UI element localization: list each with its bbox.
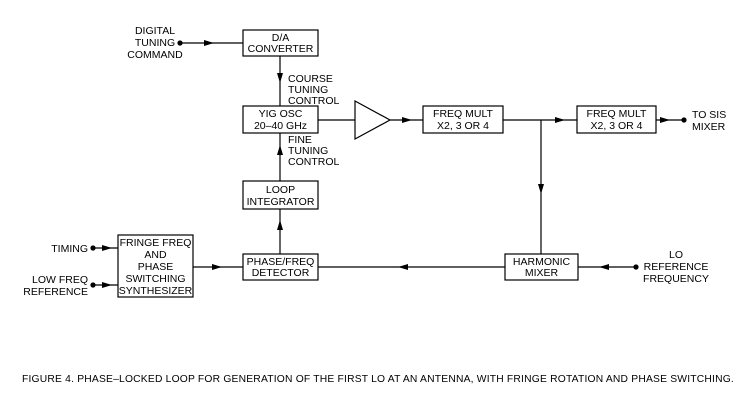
- arrowhead-down: [277, 73, 283, 83]
- arrowhead-right: [212, 264, 222, 270]
- block-freq-mult-1: FREQ MULT X2, 3 OR 4: [422, 105, 504, 134]
- block-loop-integrator: LOOP INTEGRATOR: [242, 180, 319, 210]
- da-converter-line-2: CONVERTER: [248, 43, 314, 55]
- synthesizer-line-3: PHASE: [138, 261, 174, 273]
- terminal-timing: [90, 245, 96, 251]
- lo-ref-line-1: LO: [669, 249, 683, 261]
- arrowhead-right: [204, 40, 214, 46]
- block-freq-mult-2: FREQ MULT X2, 3 OR 4: [576, 105, 657, 134]
- freq-mult-2-line-1: FREQ MULT: [587, 108, 647, 120]
- arrowhead-up: [277, 220, 283, 230]
- label-to-sis-mixer: TO SIS MIXER: [692, 109, 726, 133]
- label-timing: TIMING: [51, 243, 88, 255]
- detector-line-2: DETECTOR: [252, 267, 310, 279]
- fine-tuning-line-1: FINE: [288, 134, 312, 146]
- harmonic-mixer-line-2: MIXER: [525, 267, 559, 279]
- arrowhead-up: [277, 145, 283, 155]
- arrowhead-right: [555, 117, 565, 123]
- course-tuning-line-3: CONTROL: [288, 95, 339, 107]
- digital-tuning-line-2: TUNING: [135, 37, 175, 49]
- to-sis-line-2: MIXER: [692, 121, 726, 133]
- arrowhead-right: [402, 117, 412, 123]
- arrowhead-right: [102, 245, 112, 251]
- label-fine-tuning-control: FINE TUNING CONTROL: [288, 134, 339, 168]
- harmonic-mixer-line-1: HARMONIC: [513, 256, 571, 268]
- course-tuning-line-1: COURSE: [288, 73, 333, 85]
- fine-tuning-line-3: CONTROL: [288, 156, 339, 168]
- freq-mult-2-line-2: X2, 3 OR 4: [591, 120, 643, 132]
- freq-mult-1-line-2: X2, 3 OR 4: [437, 120, 489, 132]
- label-low-freq-reference: LOW FREQ REFERENCE: [23, 274, 88, 298]
- da-converter-line-1: D/A: [272, 32, 290, 44]
- course-tuning-line-2: TUNING: [288, 84, 328, 96]
- terminal-low-freq-ref: [90, 282, 96, 288]
- terminal-digital-tuning: [177, 40, 183, 46]
- low-freq-line-1: LOW FREQ: [32, 274, 88, 286]
- block-synthesizer: FRINGE FREQ AND PHASE SWITCHING SYNTHESI…: [117, 234, 194, 298]
- terminal-lo-reference: [633, 264, 639, 270]
- arrowhead-left: [599, 264, 609, 270]
- lo-ref-line-2: REFERENCE: [644, 261, 709, 273]
- detector-line-1: PHASE/FREQ: [247, 256, 315, 268]
- label-course-tuning-control: COURSE TUNING CONTROL: [288, 73, 339, 107]
- label-lo-reference-frequency: LO REFERENCE FREQUENCY: [643, 249, 709, 285]
- fine-tuning-line-2: TUNING: [288, 145, 328, 157]
- digital-tuning-line-3: COMMAND: [127, 49, 183, 61]
- figure-caption: FIGURE 4. PHASE–LOCKED LOOP FOR GENERATI…: [22, 373, 734, 385]
- arrowhead-down: [538, 184, 544, 194]
- yig-osc-line-2: 20–40 GHz: [254, 120, 307, 132]
- arrowhead-right: [660, 117, 670, 123]
- freq-mult-1-line-1: FREQ MULT: [433, 108, 493, 120]
- amplifier-triangle: [354, 99, 392, 141]
- arrowhead-left: [398, 264, 408, 270]
- block-harmonic-mixer: HARMONIC MIXER: [504, 253, 579, 281]
- block-yig-osc: YIG OSC 20–40 GHz: [242, 105, 319, 134]
- loop-integrator-line-2: INTEGRATOR: [247, 196, 315, 208]
- to-sis-line-1: TO SIS: [692, 109, 726, 121]
- label-digital-tuning-command: DIGITAL TUNING COMMAND: [127, 25, 183, 61]
- synthesizer-line-1: FRINGE FREQ: [120, 237, 192, 249]
- block-phase-freq-detector: PHASE/FREQ DETECTOR: [242, 253, 319, 281]
- synthesizer-line-4: SWITCHING: [125, 273, 185, 285]
- synthesizer-line-5: SYNTHESIZER: [119, 285, 193, 297]
- loop-integrator-line-1: LOOP: [266, 184, 295, 196]
- yig-osc-line-1: YIG OSC: [259, 108, 303, 120]
- block-da-converter: D/A CONVERTER: [242, 29, 319, 57]
- terminal-to-sis: [681, 117, 687, 123]
- low-freq-line-2: REFERENCE: [23, 286, 88, 298]
- arrowhead-right: [102, 282, 112, 288]
- digital-tuning-line-1: DIGITAL: [135, 25, 175, 37]
- synthesizer-line-2: AND: [144, 249, 167, 261]
- lo-ref-line-3: FREQUENCY: [643, 273, 709, 285]
